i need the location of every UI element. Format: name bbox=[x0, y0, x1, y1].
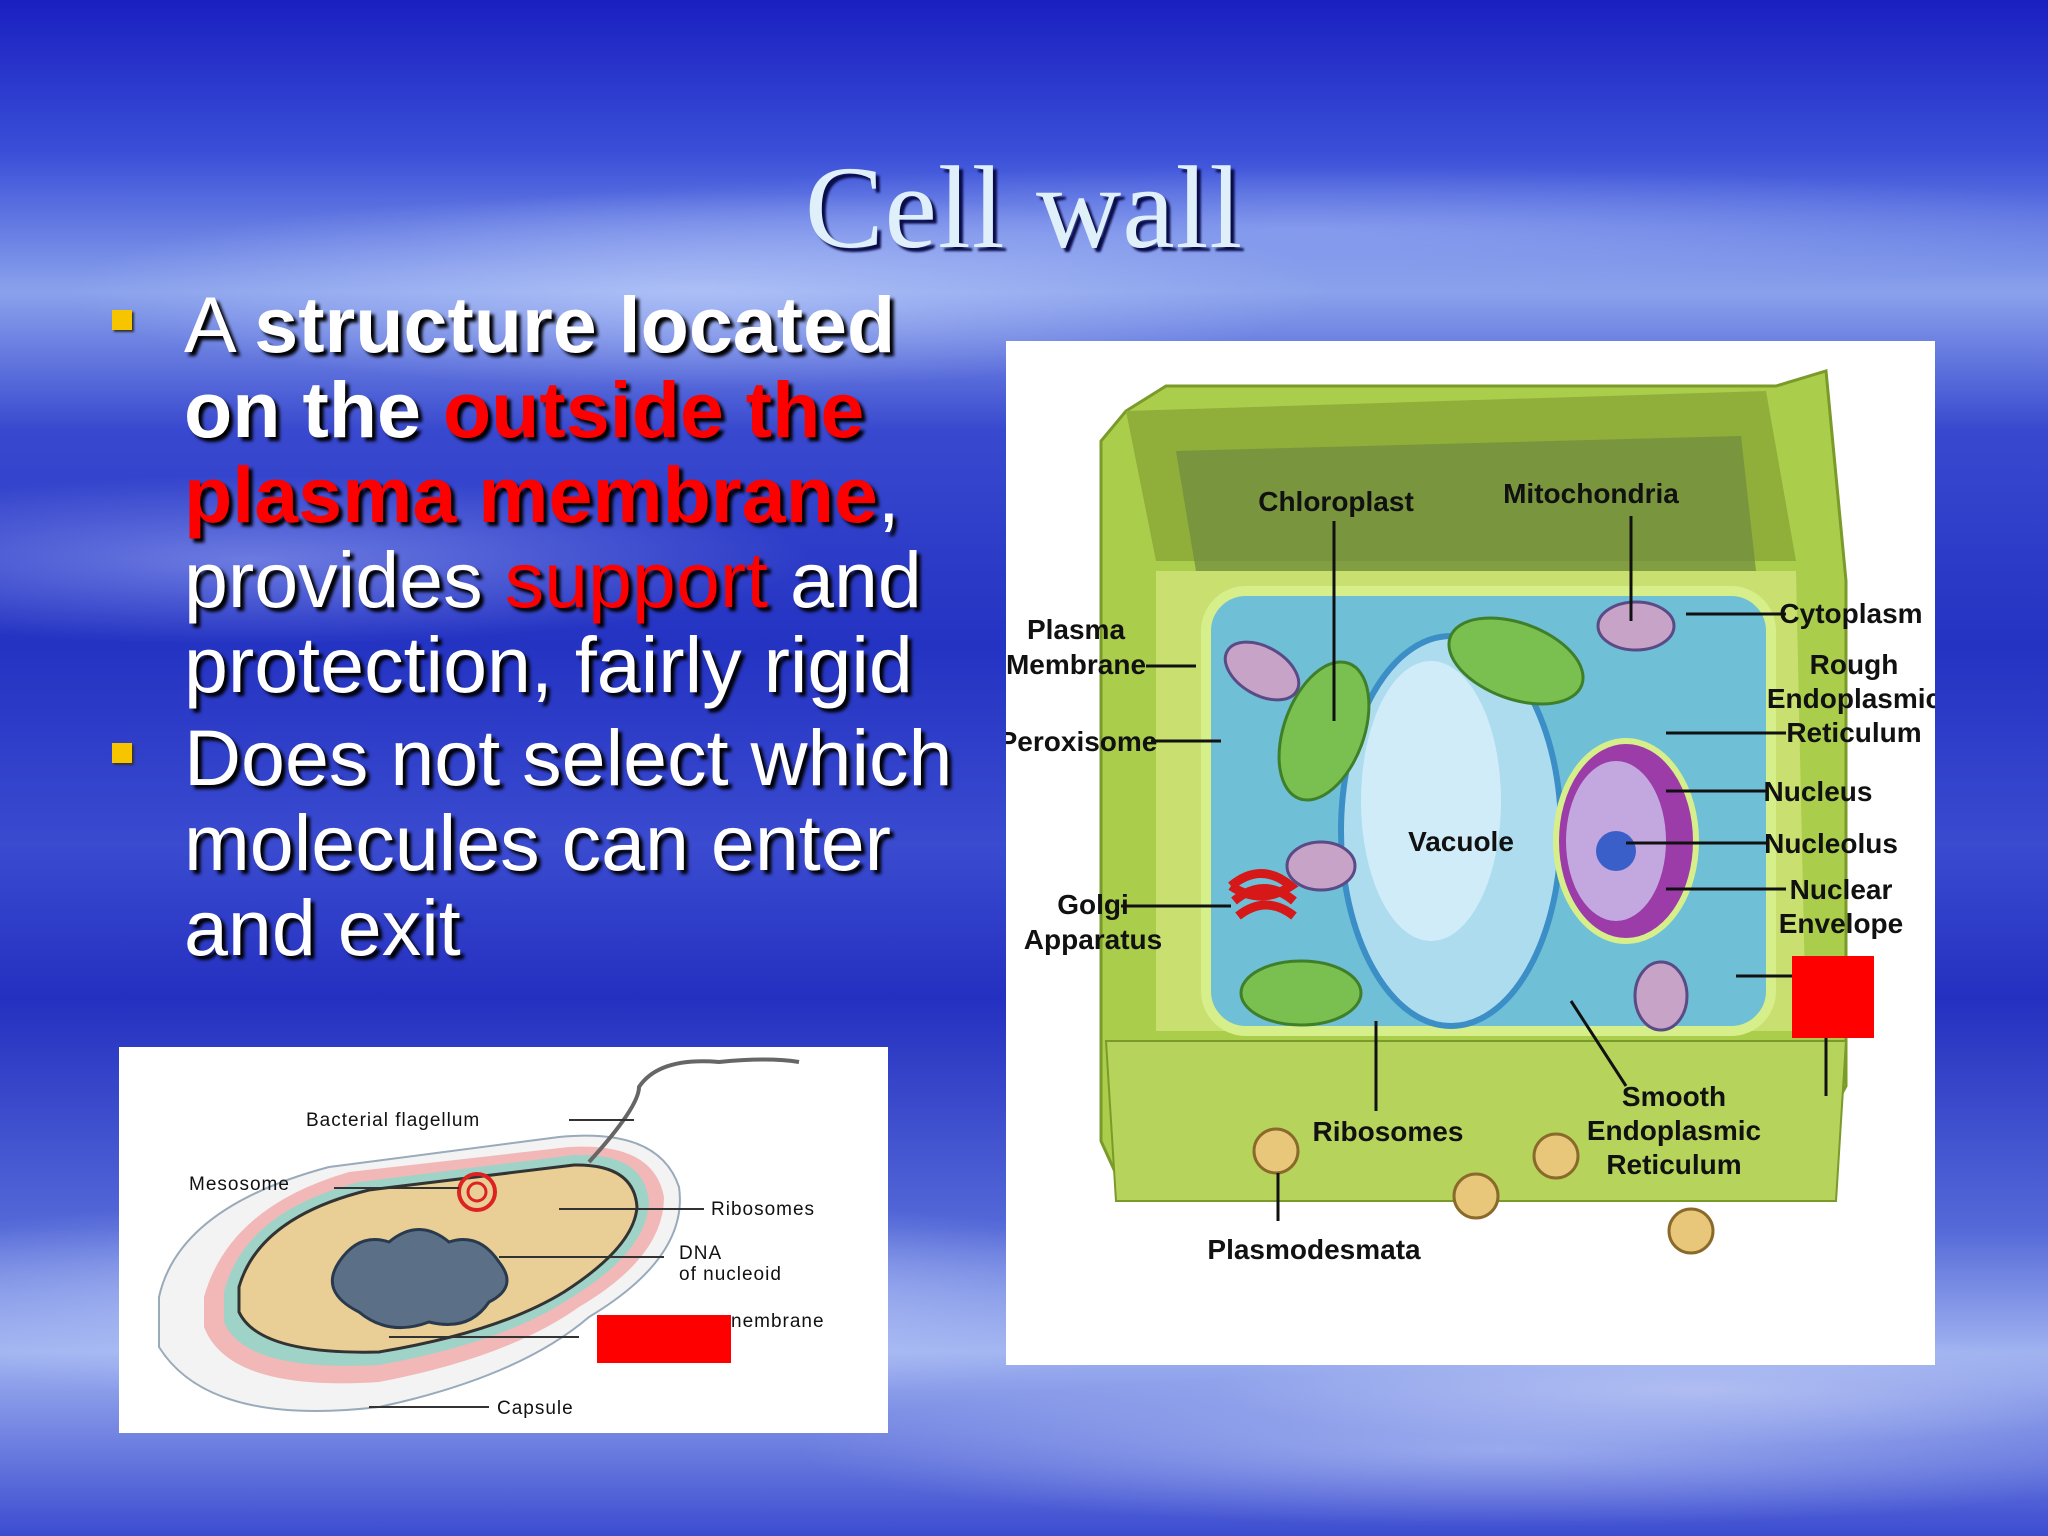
bullet-list: A structure located on the outside the p… bbox=[110, 282, 960, 970]
bacterium-illustration: Bacterial flagellum Mesosome Ribosomes D… bbox=[158, 1057, 825, 1419]
label-rough-er: Rough bbox=[1810, 649, 1899, 680]
bullet-marker bbox=[112, 743, 132, 763]
label-nucleolus: Nucleolus bbox=[1764, 828, 1898, 859]
label-rough-er-line3: Reticulum bbox=[1786, 717, 1921, 748]
bullet-text-segment: , provides bbox=[184, 450, 900, 624]
label-mesosome: Mesosome bbox=[189, 1174, 290, 1195]
label-smooth-er: Smooth bbox=[1622, 1081, 1726, 1112]
bullet-text: A structure located on the outside the p… bbox=[184, 280, 922, 709]
label-peroxisome: Peroxisome bbox=[1006, 726, 1157, 757]
label-ribosomes: Ribosomes bbox=[711, 1199, 815, 1220]
plant-cell-diagram: Chloroplast Mitochondria Plasma Membrane… bbox=[1006, 341, 1935, 1365]
bullet-marker bbox=[112, 310, 132, 330]
bacterium-diagram: Bacterial flagellum Mesosome Ribosomes D… bbox=[119, 1047, 888, 1433]
bullet-text-segment: A bbox=[184, 280, 255, 369]
bullet-text-segment: Does not select which molecules can ente… bbox=[184, 713, 953, 972]
slide-title: Cell wall bbox=[804, 142, 1244, 273]
label-dna: DNA bbox=[679, 1243, 722, 1264]
label-capsule: Capsule bbox=[497, 1398, 574, 1419]
bullet-item: A structure located on the outside the p… bbox=[110, 282, 960, 707]
label-plasma-membrane: Plasma bbox=[1027, 614, 1125, 645]
label-ribosomes: Ribosomes bbox=[1313, 1116, 1464, 1147]
bullet-text-segment: support bbox=[504, 535, 769, 624]
label-nuclear-envelope: Nuclear bbox=[1790, 874, 1893, 905]
label-nuclear-envelope-line2: Envelope bbox=[1779, 908, 1903, 939]
bullet-item: Does not select which molecules can ente… bbox=[110, 715, 960, 970]
bullet-text: Does not select which molecules can ente… bbox=[184, 713, 952, 972]
hidden-label-box bbox=[1792, 956, 1874, 1038]
label-mitochondria: Mitochondria bbox=[1503, 478, 1679, 509]
label-golgi: Golgi bbox=[1057, 889, 1129, 920]
label-rough-er-line2: Endoplasmic bbox=[1767, 683, 1935, 714]
label-cytoplasm: Cytoplasm bbox=[1779, 598, 1922, 629]
label-chloroplast: Chloroplast bbox=[1258, 486, 1414, 517]
plant-cell-illustration: Chloroplast Mitochondria Plasma Membrane… bbox=[1006, 369, 1935, 1265]
label-vacuole: Vacuole bbox=[1408, 826, 1514, 857]
label-golgi-line2: Apparatus bbox=[1024, 924, 1162, 955]
label-smooth-er-line2: Endoplasmic bbox=[1587, 1115, 1761, 1146]
bullet-text-segment: structure located on the bbox=[184, 280, 896, 454]
bullet-text-segment: outside the plasma membrane bbox=[184, 365, 878, 539]
label-plasmodesmata: Plasmodesmata bbox=[1207, 1234, 1421, 1265]
label-bacterial-flagellum: Bacterial flagellum bbox=[306, 1110, 480, 1131]
bullet-text-segment: and protection, fairly rigid bbox=[184, 535, 922, 709]
label-membrane: nembrane bbox=[731, 1311, 825, 1332]
label-nucleus: Nucleus bbox=[1764, 776, 1873, 807]
label-smooth-er-line3: Reticulum bbox=[1606, 1149, 1741, 1180]
label-dna-line2: of nucleoid bbox=[679, 1264, 782, 1285]
hidden-label-box bbox=[597, 1315, 731, 1363]
label-plasma-membrane-line2: Membrane bbox=[1006, 649, 1146, 680]
